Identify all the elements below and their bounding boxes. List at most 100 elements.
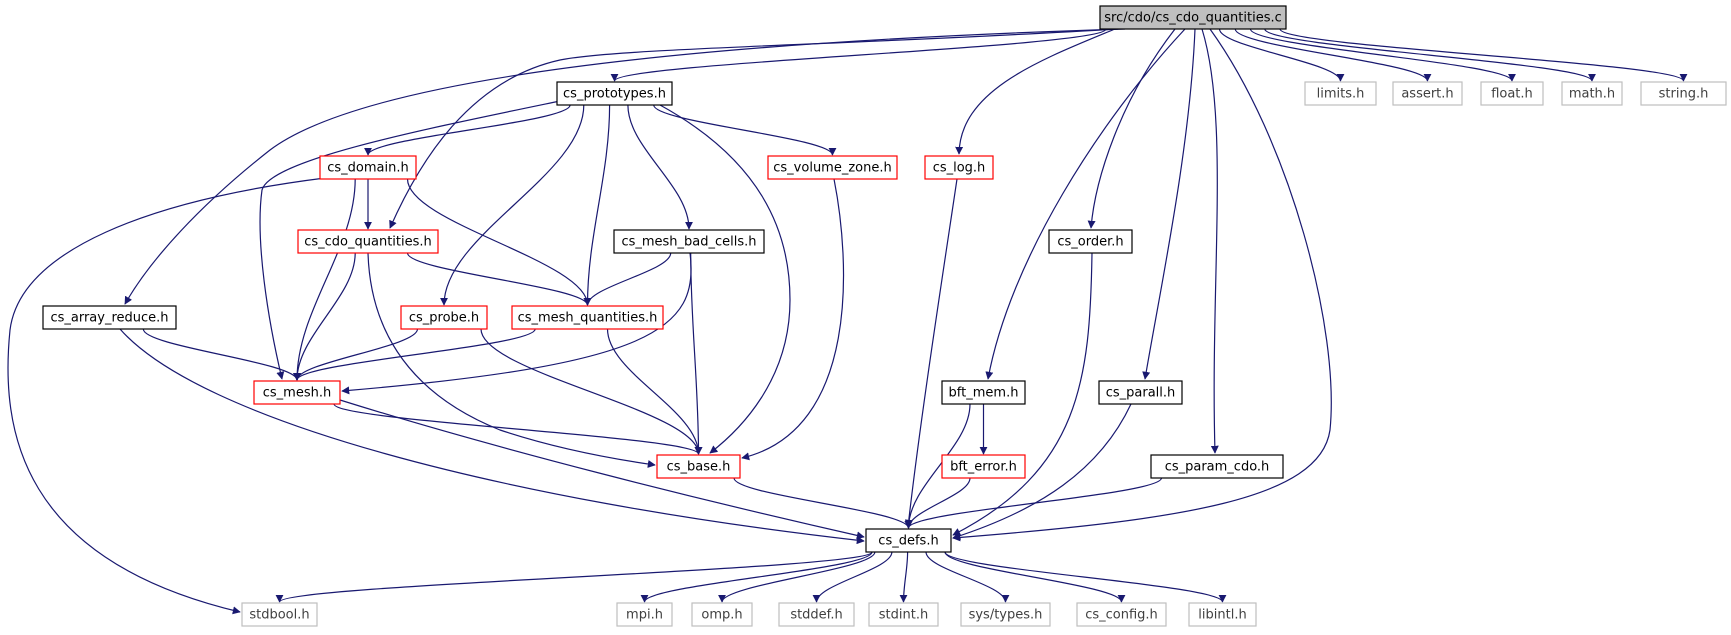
node-box-probe: [400, 305, 488, 330]
node-box-order: [1048, 229, 1133, 254]
edge-root-to-math: [1264, 28, 1596, 82]
node-stdbool: stdbool.h: [241, 602, 318, 627]
node-label-limits: limits.h: [1317, 87, 1365, 102]
node-label-stdbool: stdbool.h: [249, 608, 309, 623]
node-vzone[interactable]: cs_volume_zone.h: [767, 155, 898, 180]
node-stdint: stdint.h: [868, 602, 939, 627]
edge-mbc-to-mesh: [341, 252, 692, 395]
edge-probe-to-mesh: [293, 328, 419, 381]
node-defs[interactable]: cs_defs.h: [865, 528, 952, 553]
edge-mq-to-mesh: [293, 328, 536, 381]
edge-bftmem-to-defs: [904, 403, 971, 529]
node-label-assert: assert.h: [1401, 87, 1453, 102]
node-box-array: [42, 305, 177, 330]
edge-defs-to-stdbool: [275, 551, 873, 603]
edge-root-to-float: [1249, 28, 1516, 82]
node-limits: limits.h: [1304, 81, 1377, 106]
edge-proto-to-mesh: [259, 100, 561, 380]
node-label-defs: cs_defs.h: [878, 534, 938, 549]
node-label-bfterr: bft_error.h: [950, 460, 1017, 475]
node-box-domain: [319, 155, 417, 180]
node-float: float.h: [1480, 81, 1544, 106]
edge-base-to-defs: [733, 477, 913, 529]
node-box-log: [924, 155, 994, 180]
edge-bfterr-to-defs: [904, 477, 971, 529]
node-mbc[interactable]: cs_mesh_bad_cells.h: [613, 229, 765, 254]
edge-array-to-defs: [119, 328, 865, 545]
node-mesh[interactable]: cs_mesh.h: [253, 380, 341, 405]
edge-root-to-log: [955, 28, 1116, 155]
node-order[interactable]: cs_order.h: [1048, 229, 1133, 254]
edge-defs-to-omp: [718, 551, 876, 603]
node-log[interactable]: cs_log.h: [924, 155, 994, 180]
node-box-base: [656, 454, 741, 479]
node-label-root: src/cdo/cs_cdo_quantities.c: [1104, 11, 1282, 26]
node-label-stddef: stddef.h: [790, 608, 842, 623]
edge-proto-to-probe: [440, 104, 585, 306]
node-box-config: [1076, 602, 1167, 627]
node-bfterr[interactable]: bft_error.h: [941, 454, 1026, 479]
node-box-pcdo: [1150, 454, 1284, 479]
node-box-math: [1561, 81, 1623, 106]
edge-mbc-to-base: [690, 252, 703, 455]
node-label-float: float.h: [1491, 87, 1533, 102]
node-label-math: math.h: [1569, 87, 1615, 102]
edge-mbc-to-mq: [583, 252, 672, 306]
node-label-mq: cs_mesh_quantities.h: [518, 311, 658, 326]
node-proto[interactable]: cs_prototypes.h: [556, 81, 673, 106]
edge-root-to-proto: [610, 28, 1107, 82]
node-probe[interactable]: cs_probe.h: [400, 305, 488, 330]
edge-proto-to-base: [659, 104, 791, 454]
node-label-systypes: sys/types.h: [969, 608, 1043, 623]
node-box-root: [1099, 5, 1287, 30]
node-pcdo[interactable]: cs_param_cdo.h: [1150, 454, 1284, 479]
node-domain[interactable]: cs_domain.h: [319, 155, 417, 180]
edge-defs-to-config: [944, 551, 1126, 603]
edge-defs-to-libintl: [944, 551, 1227, 603]
edge-cdoq-to-mq: [406, 252, 592, 306]
node-omp: omp.h: [691, 602, 753, 627]
node-label-log: cs_log.h: [933, 161, 986, 176]
edge-probe-to-base: [480, 328, 703, 455]
edge-proto-to-mbc: [627, 104, 693, 230]
edge-root-to-cdoq: [389, 28, 1119, 229]
edge-domain-to-mq: [406, 178, 592, 306]
node-label-array: cs_array_reduce.h: [50, 311, 168, 326]
node-box-stdbool: [241, 602, 318, 627]
node-box-proto: [556, 81, 673, 106]
node-array[interactable]: cs_array_reduce.h: [42, 305, 177, 330]
node-box-parall: [1098, 380, 1183, 405]
node-label-proto: cs_prototypes.h: [563, 87, 666, 102]
node-label-mbc: cs_mesh_bad_cells.h: [621, 235, 756, 250]
node-box-systypes: [960, 602, 1051, 627]
node-box-float: [1480, 81, 1544, 106]
node-label-domain: cs_domain.h: [327, 161, 408, 176]
edge-root-to-assert: [1234, 28, 1432, 82]
edge-defs-to-stdint: [899, 551, 909, 603]
edge-defs-to-stddef: [812, 551, 893, 603]
edge-root-to-array: [124, 28, 1126, 305]
node-label-parall: cs_parall.h: [1106, 386, 1176, 401]
node-assert: assert.h: [1392, 81, 1463, 106]
node-parall[interactable]: cs_parall.h: [1098, 380, 1183, 405]
node-box-cdoq: [297, 229, 439, 254]
node-box-assert: [1392, 81, 1463, 106]
node-box-mq: [511, 305, 664, 330]
edge-array-to-mesh: [142, 328, 301, 381]
node-label-vzone: cs_volume_zone.h: [773, 161, 891, 176]
edge-domain-to-stdbool: [7, 177, 326, 615]
edge-proto-to-vzone: [653, 104, 837, 156]
node-label-stdint: stdint.h: [879, 608, 928, 623]
edge-root-to-pcdo: [1201, 28, 1219, 454]
node-label-omp: omp.h: [701, 608, 742, 623]
edge-domain-to-mesh: [293, 178, 356, 381]
node-base[interactable]: cs_base.h: [656, 454, 741, 479]
node-label-mesh: cs_mesh.h: [263, 386, 331, 401]
node-bftmem[interactable]: bft_mem.h: [941, 380, 1026, 405]
edge-mq-to-base: [606, 328, 703, 455]
edge-mesh-to-base: [333, 403, 703, 455]
node-cdoq[interactable]: cs_cdo_quantities.h: [297, 229, 439, 254]
edge-defs-to-systypes: [925, 551, 1010, 603]
node-mq[interactable]: cs_mesh_quantities.h: [511, 305, 664, 330]
nodes-layer: src/cdo/cs_cdo_quantities.c cs_prototypes…: [42, 5, 1727, 627]
